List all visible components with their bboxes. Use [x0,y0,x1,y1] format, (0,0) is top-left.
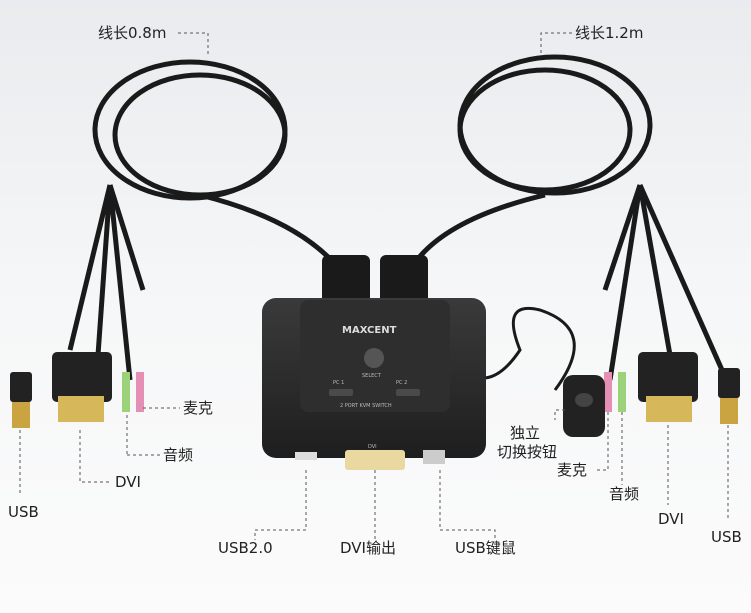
select-button[interactable] [364,348,384,368]
leader-lines [19,32,729,540]
brand-logo: MAXCENT [342,325,397,336]
label-dvi-out: DVI输出 [340,539,396,557]
dvi-port-label: DVI [368,444,377,450]
cable-length-right: 线长1.2m [575,24,644,42]
usb20-port [295,452,317,460]
label-right-mic: 麦克 [557,461,588,479]
label-usb-km: USB键鼠 [455,539,516,557]
label-switch-button-1: 独立 [510,424,541,442]
label-usb20: USB2.0 [218,539,273,557]
label-left-mic: 麦克 [183,399,214,417]
kvm-switch-device: MAXCENT SELECT PC 1 PC 2 2 PORT KVM SWIT… [262,255,486,470]
label-right-dvi: DVI [658,510,684,528]
left-connectors [10,352,144,428]
right-connectors [604,352,740,424]
switch-remote-button[interactable] [563,375,605,437]
dvi-port [345,450,405,470]
cable-loop-left [67,59,342,381]
pc2-led [396,389,420,396]
model-label: 2 PORT KVM SWITCH [340,403,392,409]
label-left-audio: 音频 [163,446,194,464]
cable-length-left: 线长0.8m [98,24,167,42]
label-left-usb: USB [8,503,39,521]
pc2-label: PC 2 [396,380,407,386]
label-left-dvi: DVI [115,473,141,491]
usb-km-port [423,450,445,464]
label-right-usb: USB [711,528,742,546]
select-label: SELECT [362,373,382,379]
label-switch-button-2: 切换按钮 [497,443,558,461]
label-right-audio: 音频 [609,485,640,503]
pc1-led [329,389,353,396]
pc1-label: PC 1 [333,380,344,386]
cable-loop-right [407,54,725,391]
